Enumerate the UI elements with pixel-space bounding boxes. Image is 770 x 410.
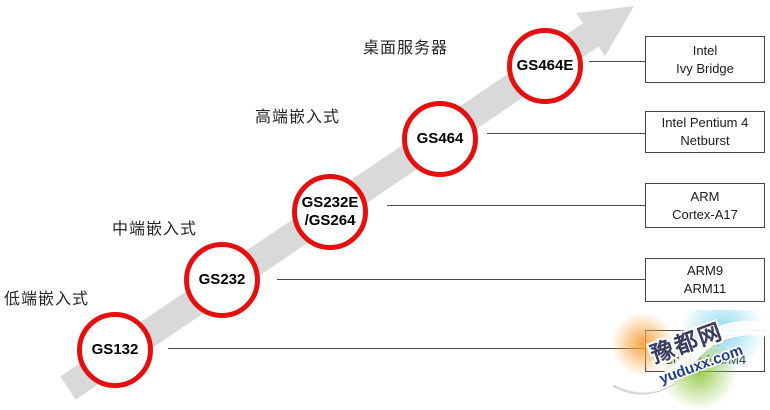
watermark-logo: 豫都网 yuduxx.com: [602, 290, 770, 410]
comparison-line2: ARM11: [683, 281, 727, 296]
comparison-line1: Intel Pentium 4: [661, 115, 749, 131]
node-label: GS232E: [301, 194, 359, 211]
category-label-low-end-embedded: 低端嵌入式: [4, 291, 90, 308]
watermark-swoosh-ribbon: [602, 320, 770, 393]
node-label: GS232: [198, 271, 246, 288]
connector-line-gs232e: [387, 205, 645, 206]
category-label-mid-range-embedded: 中端嵌入式: [112, 221, 198, 238]
node-label: /GS264: [304, 212, 356, 229]
connector-line-gs464e: [589, 61, 645, 62]
comparison-line1: Intel: [692, 42, 718, 58]
node-gs464: GS464: [402, 101, 478, 177]
watermark-swoosh: 豫都网 yuduxx.com: [602, 290, 770, 410]
category-label-high-end-embedded: 高端嵌入式: [255, 109, 341, 126]
comparison-line1: ARM9: [686, 263, 724, 279]
connector-line-gs132: [168, 348, 645, 349]
node-gs132: GS132: [77, 312, 153, 388]
node-gs464e: GS464E: [507, 28, 583, 104]
connector-line-gs232: [277, 279, 645, 280]
node-gs232: GS232: [184, 242, 260, 318]
comparison-line2: Ivy Bridge: [676, 60, 734, 76]
comparison-box-arm-cortex-a17: ARM Cortex-A17: [645, 183, 765, 228]
comparison-line2: Cortex-A17: [672, 206, 738, 222]
node-label: GS464E: [516, 57, 574, 74]
comparison-box-intel-pentium4-netburst: Intel Pentium 4 Netburst: [645, 111, 765, 153]
node-gs232e-gs264: GS232E /GS264: [292, 174, 368, 250]
comparison-box-intel-ivy-bridge: Intel Ivy Bridge: [645, 36, 765, 83]
watermark-blob-orange: [611, 312, 675, 376]
comparison-line1: ARM: [690, 188, 720, 204]
connector-line-gs464: [487, 133, 645, 134]
node-label: GS464: [416, 130, 464, 147]
comparison-box-arm9-arm11: ARM9 ARM11: [645, 258, 765, 302]
comparison-line2: Netburst: [680, 133, 730, 148]
category-label-desktop-server: 桌面服务器: [363, 40, 449, 57]
watermark-blob-green: [661, 334, 737, 410]
node-label: GS132: [91, 341, 139, 358]
